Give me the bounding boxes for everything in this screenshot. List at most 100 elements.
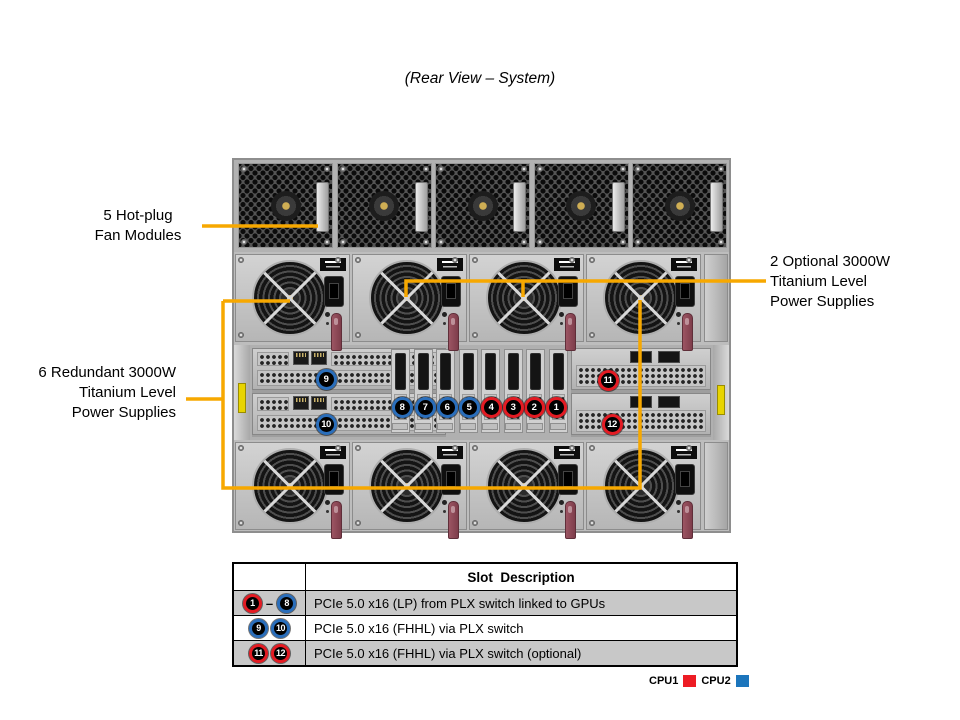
psu-fan-icon	[369, 448, 445, 524]
pcie-bracket	[481, 349, 500, 433]
bracket-foot	[482, 423, 498, 430]
slot-badge: 6	[436, 396, 458, 418]
pcie-bracket	[503, 349, 523, 433]
screw-icon	[438, 166, 445, 172]
pcie-bracket	[526, 349, 545, 433]
bracket-foot	[437, 423, 453, 430]
bracket-foot	[504, 423, 521, 430]
slot-opening	[462, 353, 474, 390]
slot-badge: 9	[315, 368, 337, 390]
fan-module	[533, 163, 629, 248]
slot-badge: 10	[271, 618, 290, 638]
screw-icon	[452, 257, 458, 263]
legend-label: CPU2	[701, 675, 731, 687]
power-supply	[235, 254, 350, 351]
screw-icon	[324, 239, 330, 245]
range-dash: –	[265, 595, 274, 611]
screw-icon	[686, 257, 692, 263]
slot-opening	[395, 353, 406, 390]
psu-label	[437, 258, 463, 271]
screw-icon	[335, 445, 341, 451]
ethernet-port-icon	[293, 351, 309, 365]
screw-icon	[569, 445, 575, 451]
psu-row-top	[234, 252, 729, 351]
psu-led-icon	[559, 312, 564, 317]
screw-icon	[472, 257, 478, 263]
io-port-icon	[658, 396, 680, 408]
power-supply	[586, 254, 701, 351]
io-port-icon	[630, 396, 652, 408]
slot-opening	[417, 353, 429, 390]
slot-badge: 12	[601, 413, 623, 435]
screw-icon	[238, 332, 244, 338]
screw-icon	[718, 239, 725, 245]
screw-icon	[569, 257, 575, 263]
warning-sticker	[717, 385, 725, 415]
label-fan-modules: 5 Hot-plug Fan Modules	[94, 207, 182, 244]
io-port-icon	[658, 351, 680, 363]
legend-label: CPU1	[649, 675, 679, 687]
slot-cell: 1–8	[234, 591, 306, 615]
fan-module	[632, 163, 728, 248]
cpu-legend: CPU1 CPU2	[649, 675, 749, 687]
psu-label	[554, 258, 580, 271]
slot-description: PCIe 5.0 x16 (FHHL) via PLX switch	[314, 620, 524, 636]
vent-grille	[257, 397, 289, 411]
screw-icon	[536, 239, 543, 245]
slot-description: PCIe 5.0 x16 (LP) from PLX switch linked…	[314, 595, 606, 611]
slot-badge: 11	[597, 369, 619, 391]
pcie-bracket	[548, 349, 568, 433]
screw-icon	[241, 166, 247, 172]
psu-label	[320, 446, 346, 459]
ac-inlet-icon	[558, 276, 578, 307]
warning-sticker	[238, 383, 246, 413]
psu-label	[671, 258, 697, 271]
screw-icon	[339, 166, 346, 172]
power-supply	[469, 254, 584, 351]
screw-icon	[589, 332, 595, 338]
psu-label	[437, 446, 463, 459]
slot-badge: 5	[458, 396, 480, 418]
slot-column-header	[234, 564, 306, 590]
fan-hub-icon	[270, 190, 301, 221]
screw-icon	[355, 520, 361, 526]
screw-icon	[472, 445, 478, 451]
screw-icon	[422, 239, 429, 245]
vent-grille	[257, 352, 289, 366]
ethernet-port-icon	[311, 396, 327, 410]
psu-fan-icon	[603, 448, 679, 524]
psu-fan-icon	[486, 260, 562, 336]
psu-handle	[448, 501, 459, 539]
screw-icon	[619, 239, 626, 245]
page-title: (Rear View – System)	[404, 70, 556, 87]
power-supply	[235, 442, 350, 539]
ac-inlet-icon	[558, 464, 578, 495]
pcie-bracket	[436, 349, 455, 433]
bracket-foot	[459, 423, 476, 430]
slot-badge: 12	[271, 643, 290, 663]
slot-badge: 1	[545, 396, 567, 418]
slot-opening	[530, 353, 541, 390]
screw-icon	[589, 257, 595, 263]
screw-icon	[452, 445, 458, 451]
psu-fan-icon	[369, 260, 445, 336]
slot-badge: 1	[242, 593, 262, 613]
screw-icon	[635, 239, 642, 245]
psu-handle	[448, 313, 459, 351]
bracket-foot	[392, 423, 408, 430]
fan-hub-icon	[467, 190, 498, 221]
label-redundant-psu: 6 Redundant 3000W Titanium Level Power S…	[38, 364, 176, 421]
psu-fan-icon	[486, 448, 562, 524]
screw-icon	[686, 445, 692, 451]
slot-opening	[440, 353, 451, 390]
psu-blank-panel	[704, 442, 728, 530]
screw-icon	[238, 257, 244, 263]
slot-badge: 8	[391, 396, 413, 418]
fan-handle	[513, 182, 527, 232]
slot-badge: 11	[249, 643, 268, 663]
